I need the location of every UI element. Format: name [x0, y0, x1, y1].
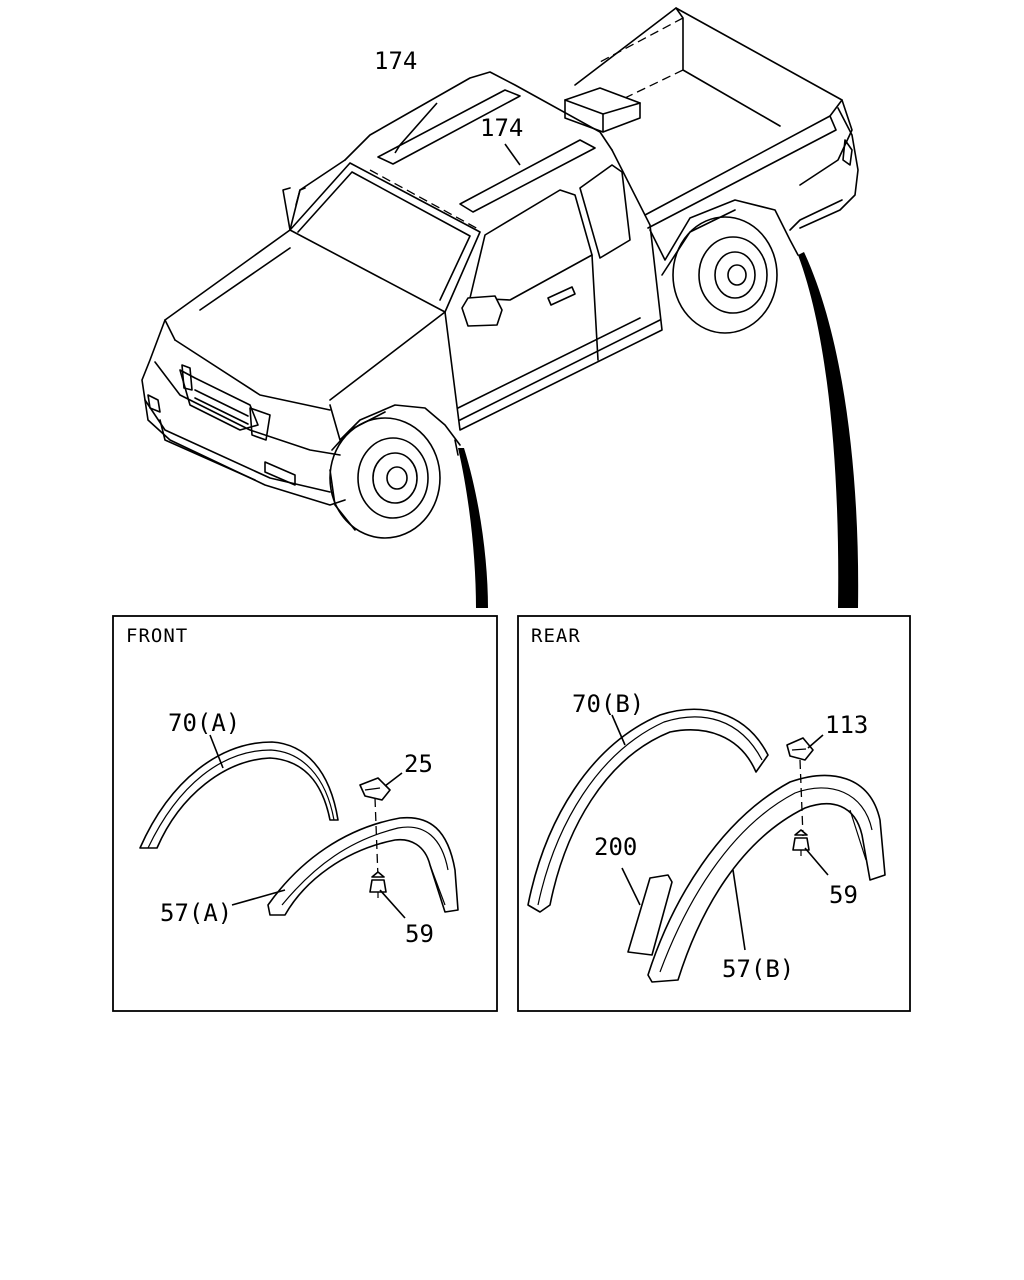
rear-detail-pointer	[798, 252, 859, 608]
front-flare-57a	[267, 816, 459, 916]
rear-moulding-70b	[527, 708, 769, 913]
rear-screw-59	[792, 829, 810, 856]
front-screw-59	[369, 871, 387, 898]
callout-174-front: 174	[374, 47, 417, 75]
front-detail-panel	[112, 615, 498, 1012]
callout-70b: 70(B)	[572, 690, 644, 718]
callout-200: 200	[594, 833, 637, 861]
front-clip-25	[359, 777, 391, 801]
callout-59-front: 59	[405, 920, 434, 948]
rear-flare-57b	[647, 774, 886, 983]
callout-57b: 57(B)	[722, 955, 794, 983]
callout-59-rear: 59	[829, 881, 858, 909]
front-panel-title: FRONT	[126, 625, 188, 647]
callout-113: 113	[825, 711, 868, 739]
callout-25: 25	[404, 750, 433, 778]
pickup-truck-illustration	[141, 7, 859, 539]
rear-panel-title: REAR	[531, 625, 581, 647]
rear-seal-200	[627, 874, 673, 956]
rear-detail-panel	[517, 615, 911, 1012]
callout-70a: 70(A)	[168, 709, 240, 737]
front-moulding-70a	[139, 741, 339, 849]
callout-174-rear: 174	[480, 114, 523, 142]
rear-clip-113	[786, 737, 814, 761]
callout-57a: 57(A)	[160, 899, 232, 927]
front-detail-pointer	[458, 448, 488, 608]
